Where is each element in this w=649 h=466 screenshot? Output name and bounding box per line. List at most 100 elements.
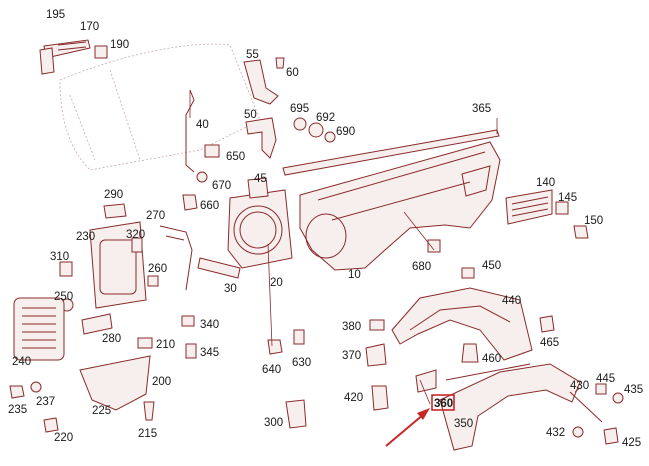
bracket-300 <box>285 399 307 429</box>
washer-237 <box>30 381 42 393</box>
part-label-660[interactable]: 660 <box>200 200 219 212</box>
part-label-215[interactable]: 215 <box>138 428 157 440</box>
part-label-225[interactable]: 225 <box>92 405 111 417</box>
part-label-310[interactable]: 310 <box>50 251 69 263</box>
part-label-40[interactable]: 40 <box>196 119 209 131</box>
part-label-50[interactable]: 50 <box>244 109 257 121</box>
part-label-445[interactable]: 445 <box>596 373 615 385</box>
part-label-650[interactable]: 650 <box>226 151 245 163</box>
part-label-432[interactable]: 432 <box>546 427 565 439</box>
part-label-692[interactable]: 692 <box>316 112 335 124</box>
part-label-220[interactable]: 220 <box>54 432 73 444</box>
part-label-210[interactable]: 210 <box>156 339 175 351</box>
part-label-690[interactable]: 690 <box>336 126 355 138</box>
washer-692 <box>308 122 324 138</box>
part-label-237[interactable]: 237 <box>36 396 55 408</box>
part-label-290[interactable]: 290 <box>104 189 123 201</box>
bracket-270 <box>159 225 193 291</box>
washer-690 <box>324 131 336 143</box>
part-label-60[interactable]: 60 <box>286 67 299 79</box>
grille-240 <box>13 297 65 361</box>
part-label-260[interactable]: 260 <box>148 263 167 275</box>
grommet-420 <box>371 385 389 411</box>
part-label-20[interactable]: 20 <box>270 277 283 289</box>
nut-260 <box>147 275 159 287</box>
part-label-10[interactable]: 10 <box>348 269 361 281</box>
part-label-340[interactable]: 340 <box>200 319 219 331</box>
screw-235 <box>9 385 25 399</box>
clip-195-170 <box>39 39 91 75</box>
strip-360 <box>445 363 531 381</box>
bolt-425 <box>603 427 619 445</box>
part-label-670[interactable]: 670 <box>212 180 231 192</box>
part-label-170[interactable]: 170 <box>80 21 99 33</box>
part-label-250[interactable]: 250 <box>54 291 73 303</box>
bolt-660 <box>182 194 198 211</box>
nut-345 <box>185 343 197 359</box>
part-label-380[interactable]: 380 <box>342 321 361 333</box>
bolt-680 <box>427 239 441 253</box>
screw-220 <box>43 417 59 433</box>
part-label-300[interactable]: 300 <box>264 417 283 429</box>
part-label-360[interactable]: 360 <box>434 398 453 410</box>
clip-650 <box>204 144 220 158</box>
part-label-150[interactable]: 150 <box>584 215 603 227</box>
nut-445 <box>595 383 607 395</box>
screw-215 <box>143 401 155 421</box>
part-label-345[interactable]: 345 <box>200 347 219 359</box>
part-label-190[interactable]: 190 <box>110 39 129 51</box>
clip-45 <box>247 177 269 199</box>
part-label-450[interactable]: 450 <box>482 260 501 272</box>
part-label-640[interactable]: 640 <box>262 364 281 376</box>
part-label-140[interactable]: 140 <box>536 177 555 189</box>
clip-630 <box>293 329 305 345</box>
leader-lines <box>189 90 581 405</box>
part-label-45[interactable]: 45 <box>254 173 267 185</box>
bracket-50 <box>245 117 277 159</box>
washer-432 <box>572 426 584 438</box>
clip-210 <box>137 337 153 349</box>
part-label-425[interactable]: 425 <box>622 437 641 449</box>
part-label-230[interactable]: 230 <box>76 231 95 243</box>
clip-340 <box>181 315 195 327</box>
cover-225 <box>79 355 151 411</box>
bolt-430 <box>569 391 603 423</box>
part-label-280[interactable]: 280 <box>102 333 121 345</box>
part-label-630[interactable]: 630 <box>292 357 311 369</box>
screw-310 <box>59 261 73 277</box>
part-label-420[interactable]: 420 <box>344 392 363 404</box>
part-label-195[interactable]: 195 <box>46 9 65 21</box>
part-label-145[interactable]: 145 <box>558 192 577 204</box>
screw-150 <box>573 225 589 239</box>
part-label-695[interactable]: 695 <box>290 103 309 115</box>
part-label-680[interactable]: 680 <box>412 261 431 273</box>
part-label-235[interactable]: 235 <box>8 404 27 416</box>
holder-280 <box>81 313 113 335</box>
screw-640 <box>267 339 283 355</box>
part-label-370[interactable]: 370 <box>342 350 361 362</box>
washer-695 <box>293 117 307 131</box>
part-label-55[interactable]: 55 <box>246 49 259 61</box>
screw-465 <box>539 315 555 333</box>
clip-145 <box>555 201 569 215</box>
part-label-435[interactable]: 435 <box>624 384 643 396</box>
part-label-200[interactable]: 200 <box>152 376 171 388</box>
part-label-465[interactable]: 465 <box>540 337 559 349</box>
clip-360 <box>415 369 437 393</box>
clip-380 <box>369 319 385 331</box>
part-label-240[interactable]: 240 <box>12 356 31 368</box>
part-label-30[interactable]: 30 <box>224 283 237 295</box>
part-label-460[interactable]: 460 <box>482 353 501 365</box>
part-labels: 195 170 190 55 60 695 692 690 365 50 40 … <box>8 9 643 449</box>
part-label-270[interactable]: 270 <box>146 210 165 222</box>
fender-10 <box>299 141 501 271</box>
part-label-440[interactable]: 440 <box>502 295 521 307</box>
nut-190 <box>94 45 108 59</box>
washer-670 <box>196 171 208 183</box>
wheel-flare-350 <box>439 363 581 451</box>
part-label-320[interactable]: 320 <box>126 229 145 241</box>
part-label-365[interactable]: 365 <box>472 103 491 115</box>
part-label-430[interactable]: 430 <box>570 380 589 392</box>
part-label-350[interactable]: 350 <box>454 418 473 430</box>
